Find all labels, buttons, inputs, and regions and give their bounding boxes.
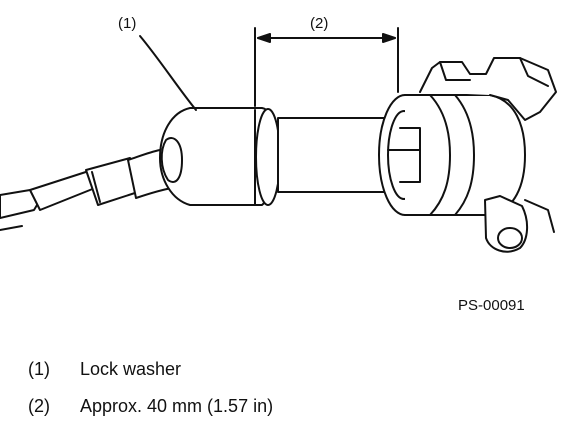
legend-number: (2) [28, 396, 50, 416]
housing [378, 57, 557, 253]
socket-sleeve [159, 107, 281, 206]
legend-number: (1) [28, 359, 50, 379]
callout-1-leader [139, 35, 197, 111]
legend-text: Approx. 40 mm (1.57 in) [80, 396, 274, 416]
dimension-2 [254, 27, 399, 107]
figure-id: PS-00091 [458, 297, 525, 314]
tool-handle [0, 149, 173, 231]
callout-1-label: (1) [118, 15, 136, 32]
callout-2-label: (2) [310, 15, 328, 32]
legend-item-lock-washer: (1) Lock washer [28, 358, 181, 380]
legend-text: Lock washer [80, 359, 182, 379]
legend-item-dimension: (2) Approx. 40 mm (1.57 in) [28, 395, 273, 417]
